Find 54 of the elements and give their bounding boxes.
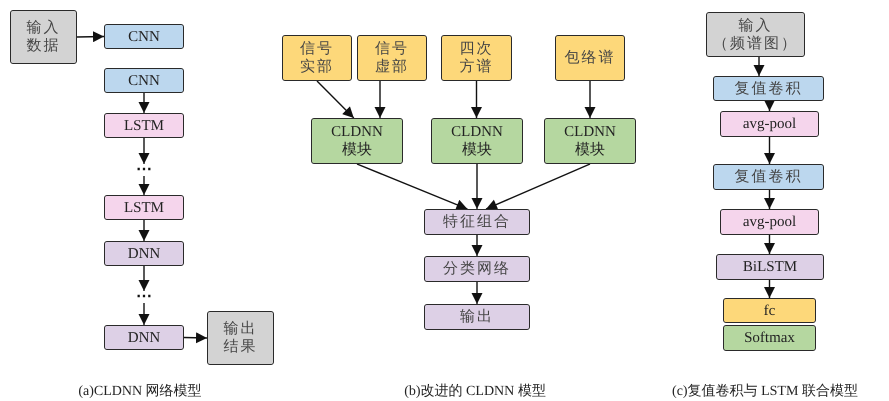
process-box: avg-pool bbox=[720, 111, 819, 137]
arrow bbox=[316, 80, 354, 118]
arrow bbox=[764, 100, 775, 111]
arrow bbox=[764, 190, 775, 209]
arrow bbox=[138, 220, 150, 241]
process-box: Softmax bbox=[723, 325, 816, 351]
process-box: DNN bbox=[104, 241, 184, 266]
arrow bbox=[138, 176, 150, 195]
arrow bbox=[138, 93, 150, 113]
arrow bbox=[472, 235, 482, 256]
arrow bbox=[472, 164, 482, 209]
arrow bbox=[471, 81, 482, 118]
arrow bbox=[764, 137, 775, 164]
process-box: CNN bbox=[104, 24, 184, 49]
process-box: 输入（频谱图） bbox=[706, 12, 805, 57]
arrow bbox=[764, 235, 775, 254]
process-box: 信号虚部 bbox=[357, 35, 427, 81]
arrow bbox=[472, 282, 482, 304]
process-box: CLDNN 模块 bbox=[311, 118, 403, 164]
process-box: 输出 bbox=[424, 304, 530, 330]
arrow bbox=[374, 81, 386, 118]
arrow bbox=[138, 138, 150, 164]
process-box: 四次方谱 bbox=[441, 35, 512, 81]
process-box: CLDNN 模块 bbox=[431, 118, 523, 164]
arrow bbox=[764, 280, 775, 298]
process-box: 分类网络 bbox=[424, 256, 530, 282]
process-box: 信号实部 bbox=[282, 35, 352, 81]
process-box: BiLSTM bbox=[716, 254, 824, 280]
process-box: 输入数据 bbox=[10, 10, 77, 64]
arrow bbox=[486, 163, 590, 210]
process-box: 复值卷积 bbox=[713, 164, 824, 190]
process-box: CNN bbox=[104, 68, 184, 93]
process-box: DNN bbox=[104, 325, 184, 350]
caption: (a)CLDNN 网络模型 bbox=[78, 382, 202, 400]
arrow bbox=[184, 332, 208, 344]
ellipsis: ⋯ bbox=[132, 164, 156, 176]
process-box: 特征组合 bbox=[424, 209, 530, 235]
arrow bbox=[584, 81, 596, 118]
arrow bbox=[138, 303, 150, 325]
caption: (b)改进的 CLDNN 模型 bbox=[404, 382, 546, 400]
arrow bbox=[356, 163, 468, 210]
caption: (c)复值卷积与 LSTM 联合模型 bbox=[672, 382, 858, 400]
ellipsis: ⋯ bbox=[132, 291, 156, 303]
process-box: 复值卷积 bbox=[713, 76, 824, 101]
process-box: 输出结果 bbox=[207, 311, 274, 365]
process-box: 包络谱 bbox=[555, 35, 625, 81]
arrow bbox=[754, 57, 764, 76]
arrow bbox=[76, 31, 104, 42]
process-box: LSTM bbox=[104, 113, 184, 138]
process-box: avg-pool bbox=[720, 209, 819, 235]
arrow bbox=[138, 266, 150, 291]
process-box: CLDNN 模块 bbox=[544, 118, 636, 164]
process-box: fc bbox=[723, 298, 816, 323]
process-box: LSTM bbox=[104, 195, 184, 220]
